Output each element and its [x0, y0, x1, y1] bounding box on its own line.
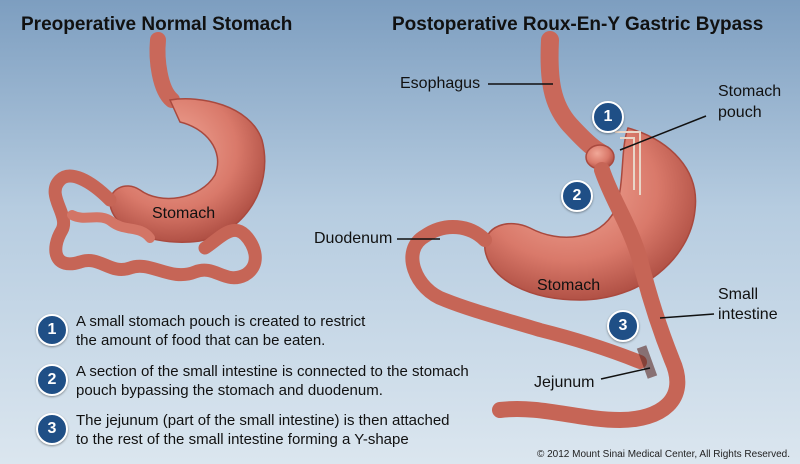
- step-badge-3: 3: [36, 413, 68, 445]
- step-3-line-1: The jejunum (part of the small intestine…: [76, 412, 450, 429]
- step-1-line-1: A small stomach pouch is created to rest…: [76, 313, 366, 330]
- label-stomach-pouch-2: pouch: [718, 104, 762, 121]
- postop-roux-limb: [492, 162, 686, 429]
- step-3-line-2: to the rest of the small intestine formi…: [76, 431, 409, 448]
- label-esophagus: Esophagus: [400, 75, 481, 92]
- step-2-line-2: pouch bypassing the stomach and duodenum…: [76, 382, 383, 399]
- preop-esophagus: [149, 32, 180, 108]
- label-small-intestine-2: intestine: [718, 306, 778, 323]
- postop-title: Postoperative Roux-En-Y Gastric Bypass: [392, 14, 764, 35]
- label-stomach-postop: Stomach: [537, 277, 601, 294]
- label-stomach-preop: Stomach: [152, 205, 216, 222]
- step-badge-2: 2: [36, 364, 68, 396]
- diagram-badge-3: 3: [607, 310, 639, 342]
- preop-stomach: [109, 98, 266, 243]
- postop-duodenum-loop: [405, 219, 647, 369]
- label-jejunum: Jejunum: [534, 374, 595, 391]
- label-stomach-pouch-1: Stomach: [718, 83, 782, 100]
- step-2: 2 A section of the small intestine is co…: [36, 362, 496, 404]
- label-small-intestine-1: Small: [718, 286, 759, 303]
- step-badge-1: 1: [36, 314, 68, 346]
- postop-esophagus: [540, 31, 609, 161]
- preop-title: Preoperative Normal Stomach: [21, 14, 293, 35]
- step-1-line-2: the amount of food that can be eaten.: [76, 332, 326, 349]
- step-1: 1 A small stomach pouch is created to re…: [36, 312, 496, 354]
- step-3: 3 The jejunum (part of the small intesti…: [36, 411, 496, 453]
- step-1-text: A small stomach pouch is created to rest…: [76, 312, 496, 350]
- step-2-text: A section of the small intestine is conn…: [76, 362, 496, 400]
- step-2-line-1: A section of the small intestine is conn…: [76, 363, 469, 380]
- postop-jejunum-anastomosis: [636, 345, 658, 379]
- diagram-badge-1: 1: [592, 101, 624, 133]
- step-3-text: The jejunum (part of the small intestine…: [76, 411, 496, 449]
- label-duodenum: Duodenum: [314, 230, 393, 247]
- copyright-notice: © 2012 Mount Sinai Medical Center, All R…: [536, 449, 790, 460]
- preop-intestine: [48, 169, 262, 285]
- diagram-badge-2: 2: [561, 180, 593, 212]
